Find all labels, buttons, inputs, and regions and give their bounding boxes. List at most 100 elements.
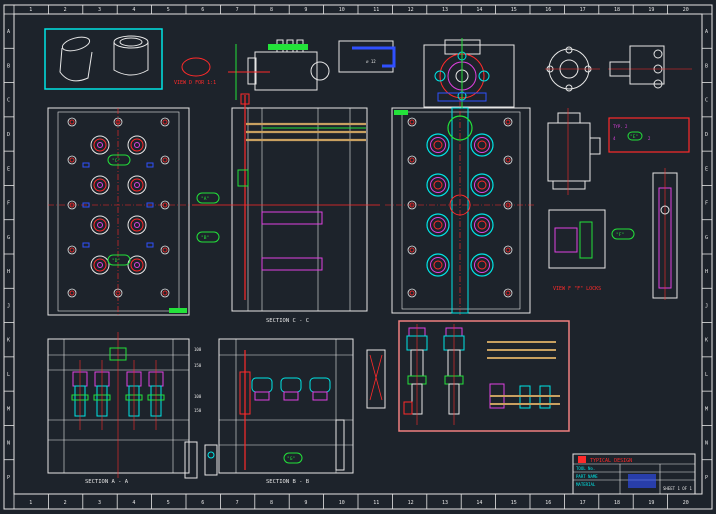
- zone-col-label: 19: [648, 500, 654, 506]
- zone-col-label: 14: [476, 7, 482, 13]
- zone-col-label: 12: [408, 500, 414, 506]
- zone-col-label: 11: [373, 7, 379, 13]
- section-b-b: SECTION B - B: [184, 338, 386, 485]
- zone-col-label: 10: [339, 7, 345, 13]
- enlarged-detail: [398, 320, 570, 432]
- zone-col-label: 11: [373, 500, 379, 506]
- zone-col-label: 18: [614, 7, 620, 13]
- svg-text:"C": "C": [112, 158, 120, 164]
- zone-row-label: H: [7, 269, 10, 275]
- zone-ticks: [4, 5, 712, 509]
- zone-row-label: B: [705, 63, 708, 69]
- svg-text:"D": "D": [112, 258, 120, 264]
- zone-row-label: K: [7, 338, 10, 344]
- zone-row-label: F: [705, 201, 708, 207]
- right-plan-view: [385, 100, 535, 315]
- zone-row-label: D: [705, 132, 708, 138]
- zone-row-label: D: [7, 132, 10, 138]
- zone-row-label: N: [7, 441, 10, 447]
- zone-col-label: 15: [511, 7, 517, 13]
- zone-col-label: 19: [648, 7, 654, 13]
- svg-text:⌀ 12: ⌀ 12: [366, 59, 376, 64]
- drawing-frame: [3, 4, 713, 510]
- svg-text:PART NAME: PART NAME: [576, 474, 598, 479]
- svg-text:"A": "A": [201, 196, 209, 202]
- zone-row-label: J: [7, 303, 10, 309]
- view-f-label: VIEW F "F" LOCKS: [553, 286, 601, 292]
- zone-col-label: 12: [408, 7, 414, 13]
- zone-col-label: 5: [167, 500, 170, 506]
- svg-text:SHEET 1 OF 1: SHEET 1 OF 1: [663, 486, 692, 491]
- zone-col-label: 3: [98, 7, 101, 13]
- nozzle-elevation: [547, 108, 601, 195]
- zone-row-label: P: [705, 475, 708, 481]
- nozzle-views: [545, 45, 692, 92]
- zone-col-label: 14: [476, 500, 482, 506]
- zone-row-label: N: [705, 441, 708, 447]
- zone-row-label: L: [705, 372, 708, 378]
- zone-col-label: 1: [29, 7, 32, 13]
- zone-col-label: 2: [64, 500, 67, 506]
- svg-text:TYP. 2: TYP. 2: [613, 124, 628, 129]
- svg-text:"F": "F": [616, 232, 624, 238]
- company-name: TYPICAL DESIGN: [590, 458, 632, 464]
- view-d: VIEW D FOR 1:1: [174, 57, 216, 86]
- zone-col-label: 8: [270, 500, 273, 506]
- zone-labels: 1122334455667788991010111112121313141415…: [7, 7, 708, 506]
- zone-row-label: A: [705, 29, 708, 35]
- zone-row-label: C: [7, 98, 10, 104]
- zone-col-label: 9: [304, 500, 307, 506]
- svg-text:100: 100: [194, 347, 202, 352]
- svg-text:4: 4: [613, 136, 616, 141]
- zone-row-label: C: [705, 98, 708, 104]
- section-b-b-label: SECTION B - B: [266, 479, 310, 485]
- svg-text:2: 2: [648, 136, 651, 141]
- zone-row-label: M: [7, 406, 10, 412]
- section-a-a: SECTION A - A 100 150 100 150: [47, 332, 202, 485]
- zone-row-label: M: [705, 406, 708, 412]
- zone-col-label: 1: [29, 500, 32, 506]
- zone-col-label: 6: [201, 7, 204, 13]
- zone-row-label: B: [7, 63, 10, 69]
- zone-row-label: F: [7, 201, 10, 207]
- svg-text:"B": "B": [201, 235, 209, 241]
- zone-col-label: 7: [236, 500, 239, 506]
- zone-col-label: 17: [580, 7, 586, 13]
- left-plan-view: [47, 107, 190, 316]
- zone-col-label: 8: [270, 7, 273, 13]
- section-a-a-label: SECTION A - A: [85, 479, 129, 485]
- svg-text:100: 100: [194, 394, 202, 399]
- zone-row-label: P: [7, 475, 10, 481]
- zone-row-label: E: [705, 166, 708, 172]
- view-d-label: VIEW D FOR 1:1: [174, 80, 216, 86]
- zone-col-label: 5: [167, 7, 170, 13]
- callouts: "A" "B" "C" "D" "G": [107, 154, 303, 464]
- svg-text:TOOL No.: TOOL No.: [576, 466, 595, 471]
- isometric-view: [44, 28, 163, 90]
- zone-col-label: 13: [442, 500, 448, 506]
- zone-row-label: G: [7, 235, 10, 241]
- zone-col-label: 2: [64, 7, 67, 13]
- zone-row-label: G: [705, 235, 708, 241]
- zone-row-label: H: [705, 269, 708, 275]
- svg-text:150: 150: [194, 363, 202, 368]
- svg-text:150: 150: [194, 408, 202, 413]
- zone-row-label: E: [7, 166, 10, 172]
- svg-text:"E": "E": [630, 134, 638, 140]
- zone-col-label: 17: [580, 500, 586, 506]
- zone-col-label: 3: [98, 500, 101, 506]
- zone-col-label: 13: [442, 7, 448, 13]
- detail-box: ⌀ 12: [338, 40, 396, 73]
- manifold-top-view: [423, 38, 515, 108]
- zone-col-label: 15: [511, 500, 517, 506]
- zone-col-label: 16: [545, 500, 551, 506]
- note-box: "E" TYP. 2 4 2: [608, 117, 690, 153]
- svg-text:MATERIAL: MATERIAL: [576, 482, 596, 487]
- zone-col-label: 9: [304, 7, 307, 13]
- zone-col-label: 7: [236, 7, 239, 13]
- section-c-c-label: SECTION C - C: [266, 318, 309, 324]
- zone-row-label: K: [705, 338, 708, 344]
- svg-text:"G": "G": [287, 456, 295, 462]
- zone-col-label: 4: [132, 500, 135, 506]
